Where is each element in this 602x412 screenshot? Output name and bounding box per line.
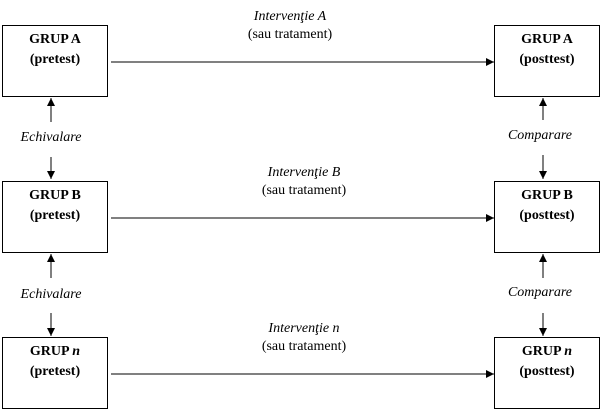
group-n-posttest-box: GRUP n (posttest) (494, 337, 600, 409)
group-a-pretest-title: GRUP A (29, 32, 81, 47)
group-b-pretest-title: GRUP B (29, 188, 81, 203)
intervention-name-a: Intervenţie A (253, 9, 327, 24)
group-n-pretest-box: GRUP n (pretest) (2, 337, 108, 409)
intervention-label-b: Intervenţie B (sau tratament) (204, 164, 404, 200)
equivalence-label-2: Echivalare (20, 287, 82, 302)
intervention-name-n: Intervenţie n (268, 321, 340, 336)
group-a-posttest-sub: (posttest) (519, 52, 575, 67)
group-b-pretest-box: GRUP B (pretest) (2, 181, 108, 253)
group-b-pretest-sub: (pretest) (29, 208, 81, 223)
intervention-label-n: Intervenţie n (sau tratament) (204, 320, 404, 356)
group-n-posttest-title: GRUP n (521, 344, 573, 359)
intervention-label-a: Intervenţie A (sau tratament) (190, 8, 390, 44)
equivalence-label-1: Echivalare (20, 130, 82, 145)
comparison-label-2: Comparare (507, 285, 573, 300)
group-n-pretest-sub: (pretest) (29, 364, 81, 379)
group-a-pretest-box: GRUP A (pretest) (2, 25, 108, 97)
group-b-posttest-title: GRUP B (521, 188, 573, 203)
group-b-posttest-sub: (posttest) (519, 208, 575, 223)
group-b-posttest-box: GRUP B (posttest) (494, 181, 600, 253)
group-n-pretest-title: GRUP n (29, 344, 81, 359)
intervention-note-b: (sau tratament) (261, 183, 347, 198)
intervention-name-b: Intervenţie B (267, 165, 341, 180)
intervention-note-n: (sau tratament) (261, 339, 347, 354)
group-a-pretest-sub: (pretest) (29, 52, 81, 67)
group-n-posttest-sub: (posttest) (519, 364, 575, 379)
intervention-note-a: (sau tratament) (247, 27, 333, 42)
comparison-label-1: Comparare (507, 128, 573, 143)
group-a-posttest-box: GRUP A (posttest) (494, 25, 600, 97)
group-a-posttest-title: GRUP A (521, 32, 573, 47)
